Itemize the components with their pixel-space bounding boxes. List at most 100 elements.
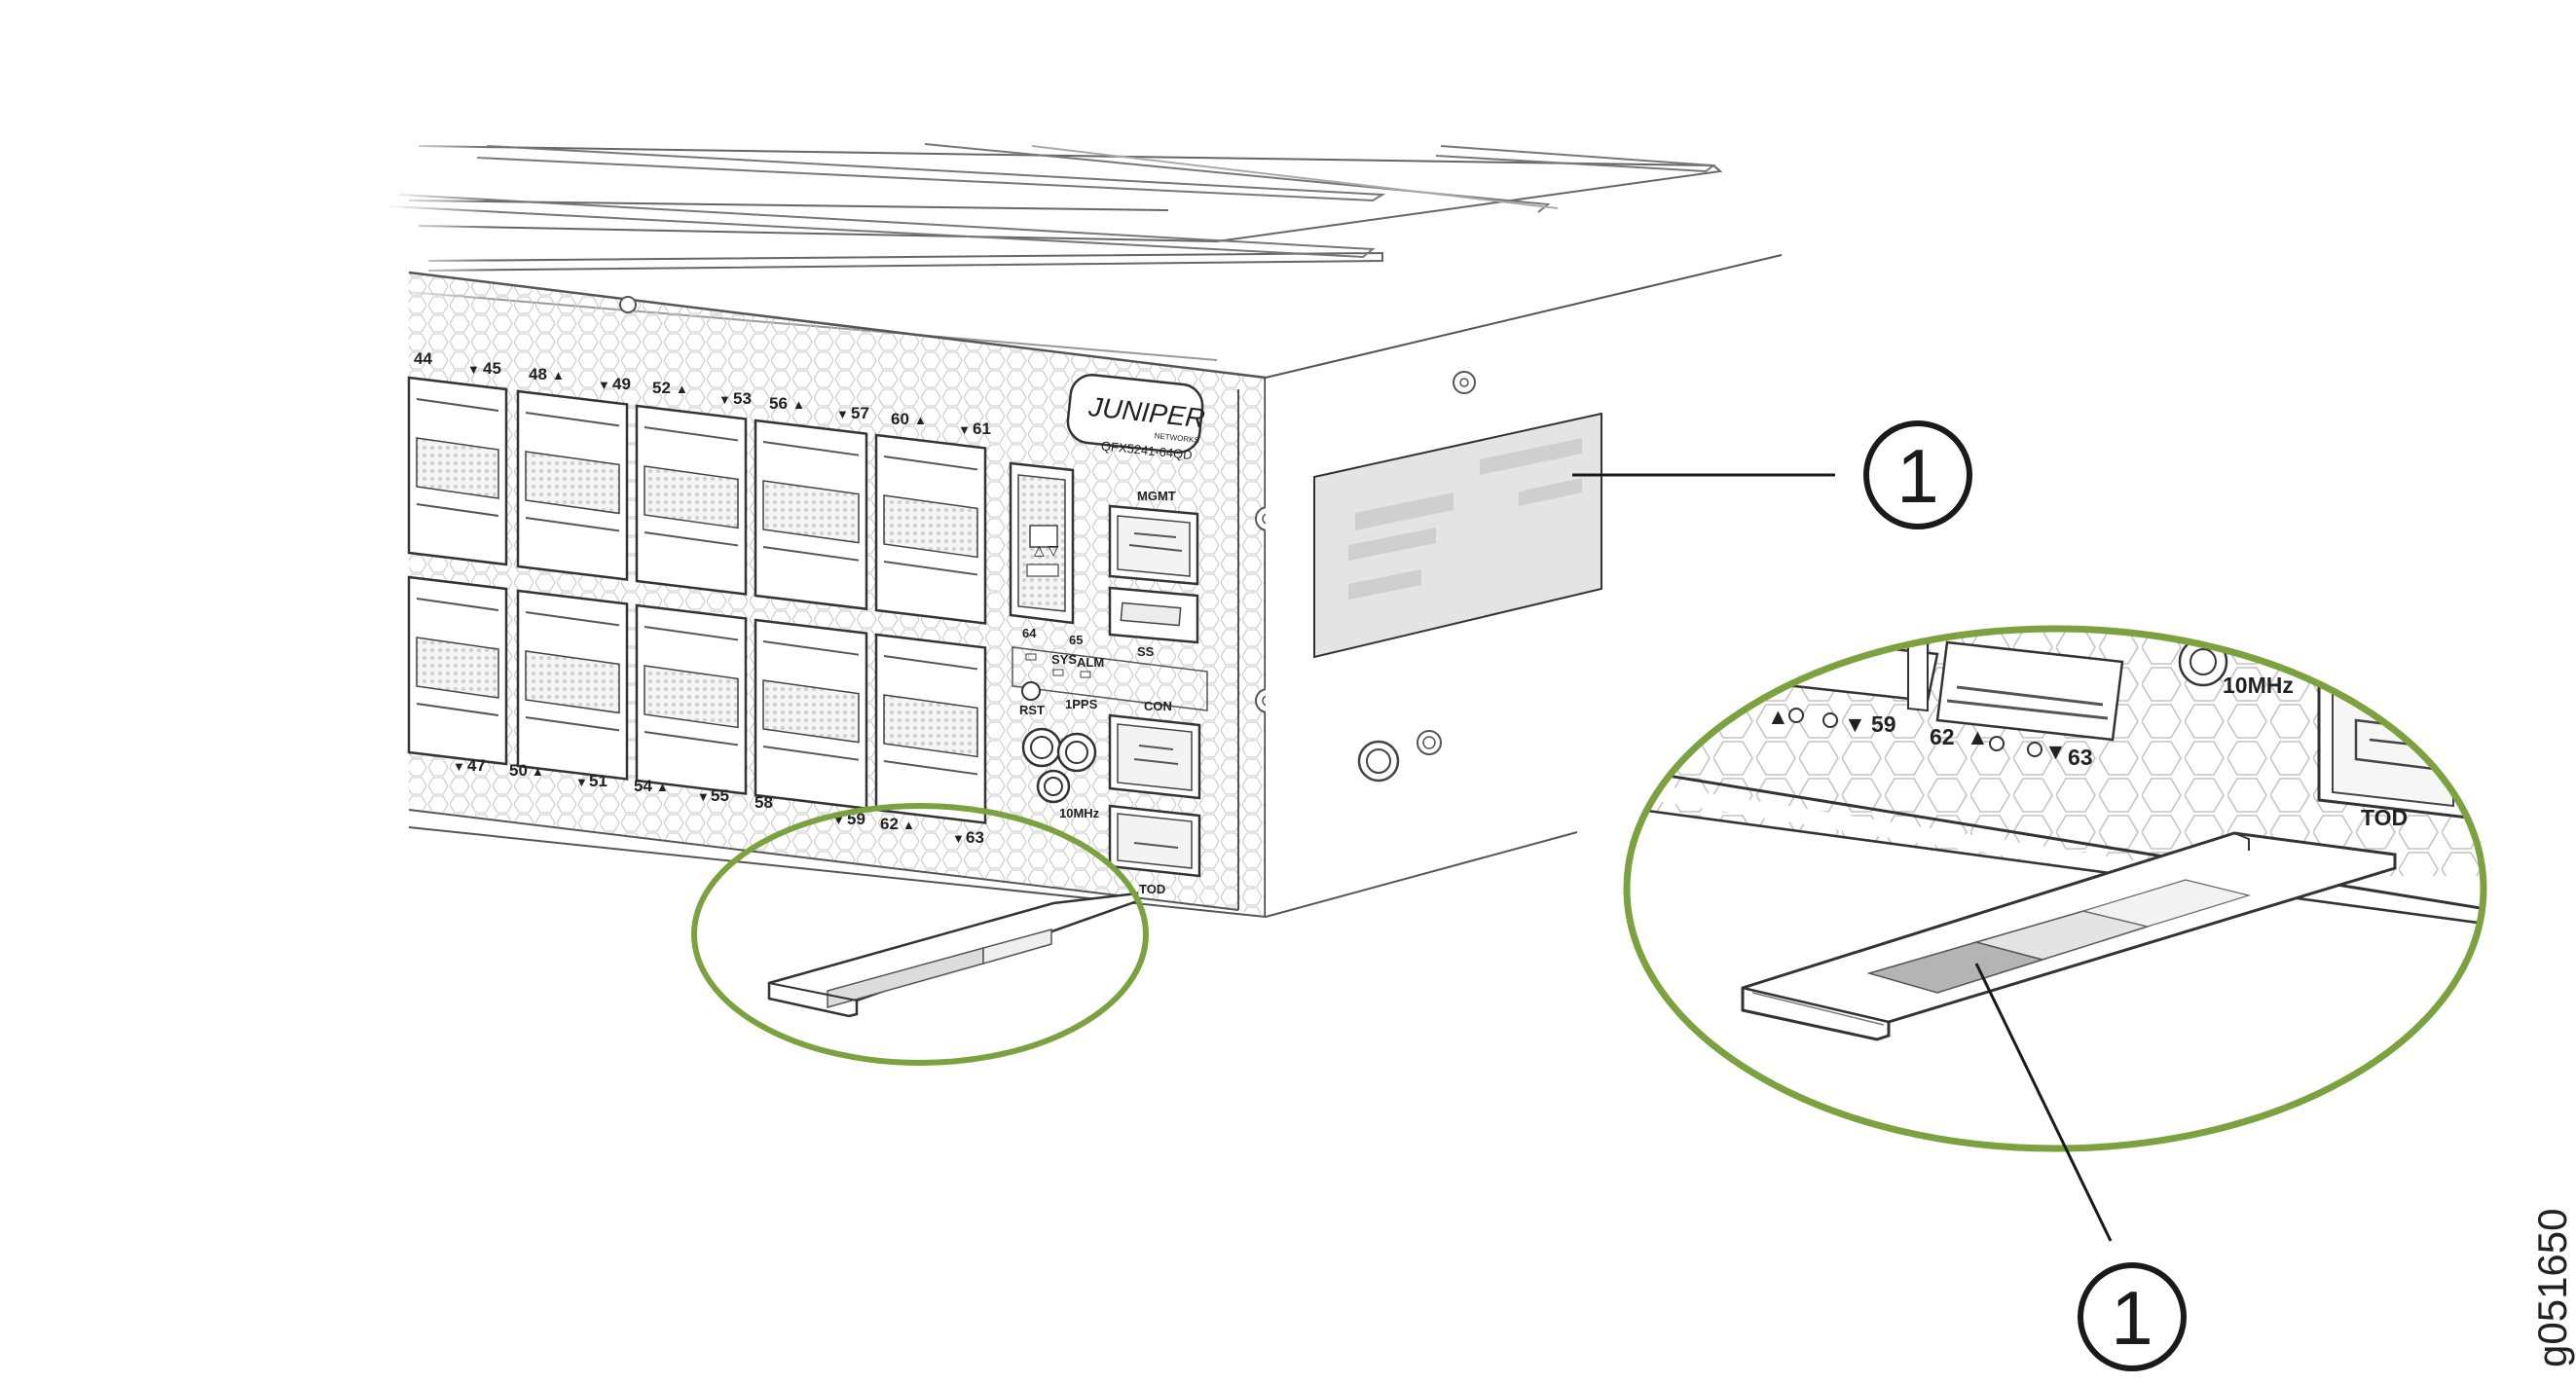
arrow-down-57: ▼ <box>836 407 849 421</box>
arrow-up-48: ▲ <box>552 368 565 382</box>
zoom-port-63: 63 <box>2068 745 2093 770</box>
qsfp-cage-latch <box>644 426 739 442</box>
arrow-down-53: ▼ <box>718 392 731 407</box>
arrow-down-45: ▼ <box>467 362 480 377</box>
qsfp-cage-mesh <box>644 465 739 529</box>
port-label-61: 61 <box>973 419 991 438</box>
qsfp-cage-mesh <box>883 694 978 758</box>
arrow-up-56: ▲ <box>792 397 805 412</box>
callout-number-1-tab: 1 <box>2111 1275 2153 1361</box>
qsfp-cage-mesh <box>416 637 499 699</box>
arrow-up-50: ▲ <box>532 764 544 779</box>
port-labels-top: 44 45 48 49 52 53 56 57 60 61 ▼ ▲ ▼ ▲ ▼ … <box>414 349 991 438</box>
port-label-47: 47 <box>467 756 486 775</box>
port-label-49: 49 <box>612 375 631 393</box>
qsfp-cage-mesh <box>525 451 620 515</box>
zoom-arrow-up-62: ▲ <box>1967 724 1989 749</box>
qsfp-cage-mesh <box>525 650 620 714</box>
arrow-up-62: ▲ <box>902 818 915 832</box>
qsfp-cage-latch <box>416 398 499 412</box>
rst-label: RST <box>1019 703 1045 717</box>
port-labels-bottom: 47 50 51 54 55 58 59 62 63 ▼ ▲ ▼ ▲ ▼ ▼ ▲… <box>453 756 984 847</box>
highlight-ellipse-zoom <box>1623 625 2487 1152</box>
qsfp-cage-latch <box>525 517 620 532</box>
arrow-up-52: ▲ <box>676 382 688 396</box>
mgmt-label: MGMT <box>1137 489 1176 503</box>
port-label-57: 57 <box>851 404 869 422</box>
zoom-detail: ▲ ▼ 59 62 ▲ ▼ 63 10MHz TOD <box>1623 625 2487 1152</box>
qsfp-cage-mesh <box>416 437 499 499</box>
port-label-63: 63 <box>966 828 984 847</box>
usb-label: SS <box>1137 644 1155 659</box>
con-label: CON <box>1144 699 1172 713</box>
zoom-tod-label: TOD <box>2361 805 2408 830</box>
port-label-54: 54 <box>634 777 652 795</box>
arrow-up-54: ▲ <box>656 780 669 794</box>
tod-label: TOD <box>1139 882 1165 896</box>
qsfp-cage-latch <box>762 441 860 456</box>
zoom-port-62: 62 <box>1930 724 1955 749</box>
qsfp-cage-mesh <box>883 494 978 559</box>
qsfp-cage-mesh <box>762 679 860 744</box>
qsfp-cage-latch <box>762 546 860 562</box>
qsfp-cage-latch <box>762 746 860 761</box>
zoom-arrow-down-59: ▼ <box>1844 711 1866 737</box>
zoom-arrow-up: ▲ <box>1767 704 1789 729</box>
management-panel: △ ▽ 64 65 MGMT SS SYS ALM RST 1PPS 10MHz… <box>1009 461 1208 896</box>
zoom-arrow-down-63: ▼ <box>2044 739 2067 764</box>
port-label-52: 52 <box>652 379 671 397</box>
qsfp-cage-latch <box>644 626 739 641</box>
arrow-down-49: ▼ <box>598 378 610 392</box>
port-label-55: 55 <box>711 786 729 805</box>
qsfp-cage-latch <box>525 412 620 427</box>
zoom-port-59: 59 <box>1871 711 1896 737</box>
qsfp-port-cages <box>407 376 987 824</box>
port-label-48: 48 <box>529 365 547 383</box>
mhz-label: 10MHz <box>1059 806 1100 820</box>
highlight-ellipse-small <box>691 803 1149 1066</box>
sfp-arrows: △ ▽ <box>1034 542 1059 558</box>
alm-label: ALM <box>1077 655 1104 670</box>
arrow-down-51: ▼ <box>575 775 588 789</box>
callout-number-1-side: 1 <box>1896 433 1938 519</box>
arrow-down-63: ▼ <box>952 831 965 846</box>
sys-label: SYS <box>1051 652 1077 667</box>
qsfp-cage-latch <box>762 640 860 656</box>
qsfp-cage-latch <box>883 455 978 471</box>
port-label-56: 56 <box>769 394 788 413</box>
qsfp-cage-latch <box>883 655 978 671</box>
sfp-label-65: 65 <box>1069 633 1083 647</box>
port-label-51: 51 <box>589 772 607 790</box>
qsfp-cage-latch <box>525 716 620 732</box>
port-label-53: 53 <box>733 389 752 408</box>
callout-1-side: 1 <box>1572 420 1972 529</box>
arrow-down-61: ▼ <box>958 422 971 437</box>
figure-id: g051650 <box>2529 1208 2575 1367</box>
pullout-tab-main <box>767 892 1139 1018</box>
qsfp-cage-latch <box>883 561 978 576</box>
qsfp-cage-mesh <box>762 480 860 544</box>
arrow-down-55: ▼ <box>697 789 710 804</box>
pps-label: 1PPS <box>1065 697 1098 711</box>
serial-number-label-side <box>1313 412 1602 659</box>
port-label-62: 62 <box>880 815 899 833</box>
qsfp-cage-latch <box>416 598 499 611</box>
pullout-tab-zoom <box>1741 831 2397 1041</box>
callout-1-tab: 1 <box>1974 963 2187 1371</box>
arrow-up-60: ▲ <box>914 413 927 427</box>
port-label-60: 60 <box>891 410 909 428</box>
port-label-58: 58 <box>754 793 773 812</box>
port-label-50: 50 <box>509 761 528 780</box>
qsfp-cage-latch <box>644 731 739 747</box>
qsfp-cage-latch <box>883 760 978 776</box>
port-label-45: 45 <box>483 359 501 378</box>
qsfp-cage-latch <box>525 611 620 627</box>
port-label-44: 44 <box>414 349 432 368</box>
qsfp-cage-mesh <box>644 665 739 729</box>
qsfp-cage-latch <box>416 703 499 716</box>
arrow-down-47: ▼ <box>453 759 465 774</box>
zoom-mhz-label: 10MHz <box>2223 673 2294 698</box>
qsfp-cage-latch <box>644 531 739 547</box>
